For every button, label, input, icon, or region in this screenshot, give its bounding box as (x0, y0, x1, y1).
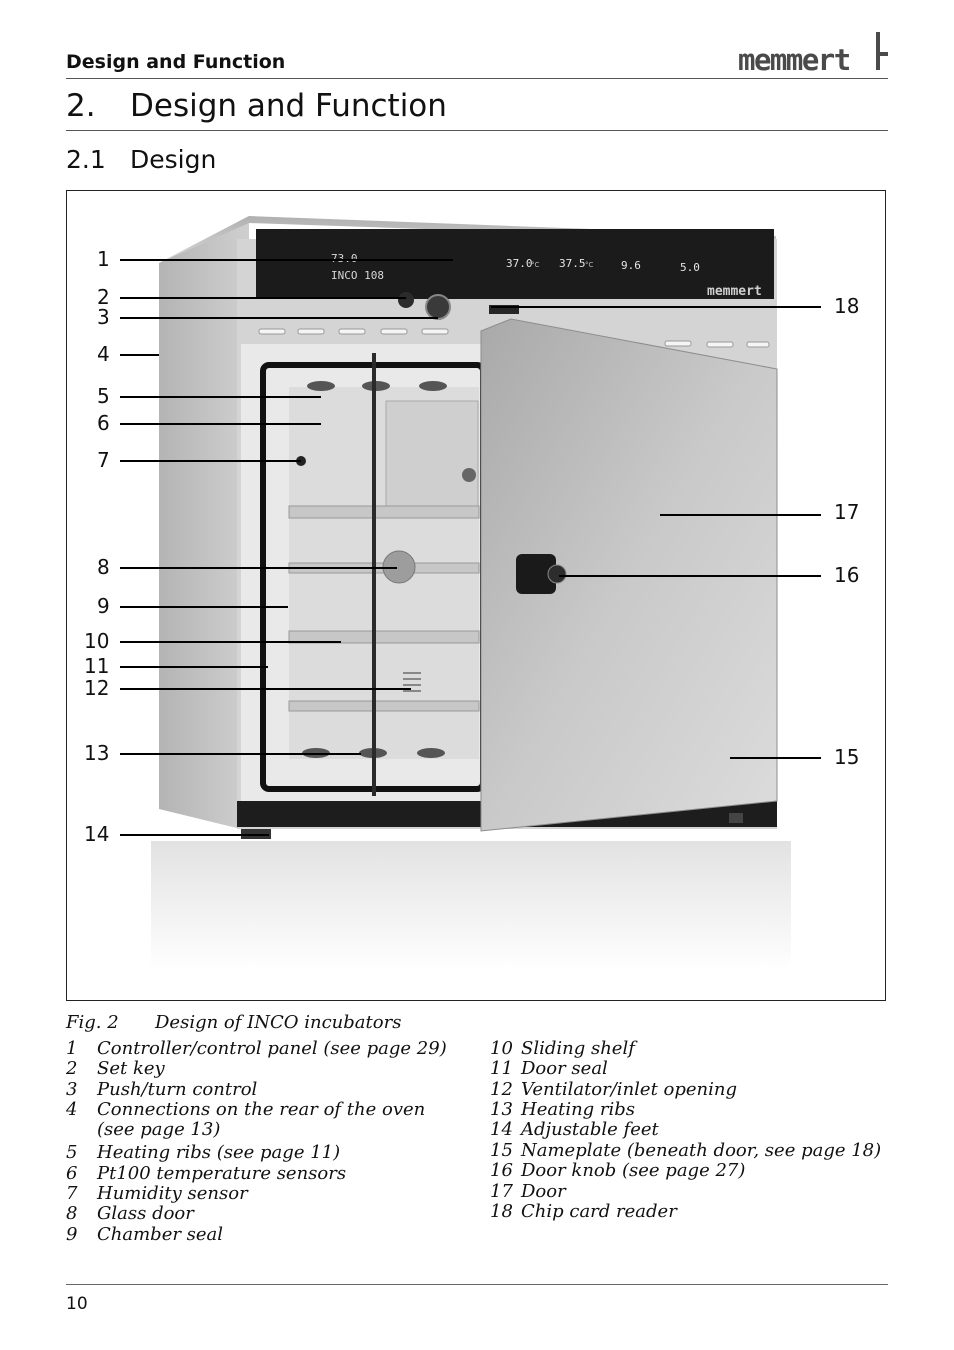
callout-16: 16 (834, 563, 860, 587)
svg-text:memmert: memmert (738, 43, 850, 74)
svg-text:memmert: memmert (707, 284, 762, 299)
footer-rule (66, 1284, 888, 1285)
svg-text:°C: °C (531, 261, 540, 269)
incubator-figure: 73.0 INCO 108 37.0 °C 37.5 °C 9.6 5.0 me… (66, 190, 886, 1001)
callout-15: 15 (834, 745, 860, 769)
callout-8: 8 (97, 555, 110, 579)
callout-12: 12 (84, 676, 110, 700)
svg-text:37.5: 37.5 (559, 257, 586, 270)
section-heading: 2.Design and Function (66, 88, 447, 124)
callout-1: 1 (97, 247, 110, 271)
svg-text:°C: °C (585, 261, 594, 269)
svg-text:9.6: 9.6 (621, 259, 641, 272)
callout-4: 4 (97, 342, 110, 366)
callout-7: 7 (97, 448, 110, 472)
callout-3: 3 (97, 305, 110, 329)
callout-11: 11 (84, 654, 110, 678)
leader-lines (120, 259, 821, 836)
callout-6: 6 (97, 411, 110, 435)
callout-10: 10 (84, 629, 110, 653)
callout-17: 17 (834, 500, 860, 524)
callout-5: 5 (97, 384, 110, 408)
heading-rule (66, 130, 888, 131)
callout-2: 2 (97, 285, 110, 309)
header-rule (66, 78, 888, 79)
callout-14: 14 (84, 822, 110, 846)
svg-text:73.0: 73.0 (331, 252, 358, 265)
svg-text:37.0: 37.0 (506, 257, 533, 270)
callout-9: 9 (97, 594, 110, 618)
running-header: Design and Function (66, 51, 286, 73)
callout-13: 13 (84, 741, 110, 765)
page-number: 10 (66, 1294, 88, 1314)
svg-text:5.0: 5.0 (680, 261, 700, 274)
callout-18: 18 (834, 294, 860, 318)
memmert-logo: memmert (738, 28, 890, 77)
svg-text:INCO 108: INCO 108 (331, 269, 384, 282)
